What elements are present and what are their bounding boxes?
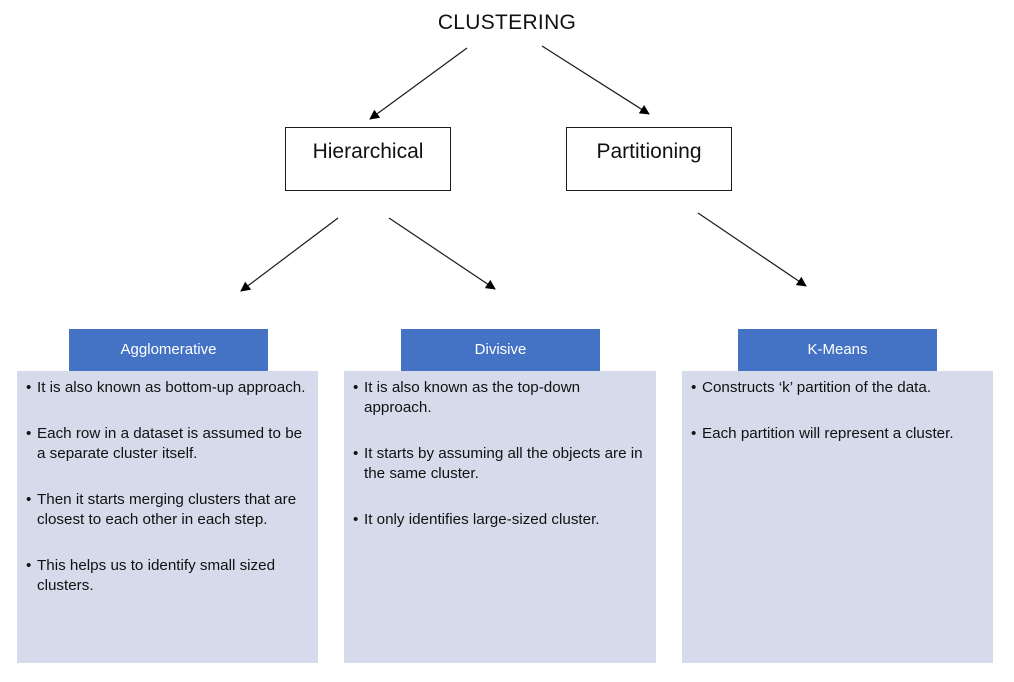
- arrow-clustering-to-hierarchical: [369, 47, 468, 120]
- point-text: It starts by assuming all the objects ar…: [364, 445, 643, 482]
- partitioning-label: Partitioning: [596, 140, 702, 163]
- list-item: • It is also known as the top-down approa…: [353, 378, 646, 418]
- list-item: • It starts by assuming all the objects a…: [353, 444, 646, 484]
- arrow-hierarchical-to-agglomerative: [240, 217, 339, 292]
- kmeans-header: K-Means: [738, 329, 937, 371]
- agglomerative-points: • It is also known as bottom-up approach.…: [26, 378, 308, 622]
- hierarchical-label: Hierarchical: [312, 140, 424, 163]
- bullet-icon: •: [26, 425, 32, 442]
- bullet-icon: •: [691, 379, 697, 396]
- list-item: • It is also known as bottom-up approach.: [26, 378, 308, 398]
- bullet-icon: •: [353, 379, 359, 396]
- point-text: This helps us to identify small sized cl…: [37, 557, 276, 594]
- point-text: It only identifies large-sized cluster.: [364, 511, 600, 528]
- partitioning-node: Partitioning: [566, 127, 732, 191]
- bullet-icon: •: [353, 445, 359, 462]
- agglomerative-panel: • It is also known as bottom-up approach.…: [17, 371, 318, 663]
- list-item: • This helps us to identify small sized c…: [26, 556, 308, 596]
- arrow-clustering-to-partitioning: [541, 45, 650, 115]
- bullet-icon: •: [691, 425, 697, 442]
- agglomerative-header: Agglomerative: [69, 329, 268, 371]
- divisive-points: • It is also known as the top-down approa…: [353, 378, 646, 556]
- point-text: Each partition will represent a cluster.: [702, 425, 954, 442]
- hierarchical-node: Hierarchical: [285, 127, 451, 191]
- bullet-icon: •: [353, 511, 359, 528]
- kmeans-panel: • Constructs ‘k’ partition of the data. •…: [682, 371, 993, 663]
- kmeans-points: • Constructs ‘k’ partition of the data. •…: [691, 378, 983, 470]
- point-text: Then it starts merging clusters that are…: [37, 491, 297, 528]
- point-text: It is also known as bottom-up approach.: [37, 379, 306, 396]
- list-item: • It only identifies large-sized cluster.: [353, 510, 646, 530]
- list-item: • Each partition will represent a cluster…: [691, 424, 983, 444]
- arrow-partitioning-to-kmeans: [697, 212, 807, 287]
- bullet-icon: •: [26, 379, 32, 396]
- point-text: It is also known as the top-down approac…: [364, 379, 581, 416]
- list-item: • Each row in a dataset is assumed to be …: [26, 424, 308, 464]
- point-text: Constructs ‘k’ partition of the data.: [702, 379, 932, 396]
- bullet-icon: •: [26, 491, 32, 508]
- list-item: • Constructs ‘k’ partition of the data.: [691, 378, 983, 398]
- bullet-icon: •: [26, 557, 32, 574]
- divisive-panel: • It is also known as the top-down approa…: [344, 371, 656, 663]
- arrow-hierarchical-to-divisive: [388, 217, 496, 290]
- list-item: • Then it starts merging clusters that ar…: [26, 490, 308, 530]
- point-text: Each row in a dataset is assumed to be a…: [37, 425, 303, 462]
- root-node-title: CLUSTERING: [437, 11, 577, 34]
- divisive-header: Divisive: [401, 329, 600, 371]
